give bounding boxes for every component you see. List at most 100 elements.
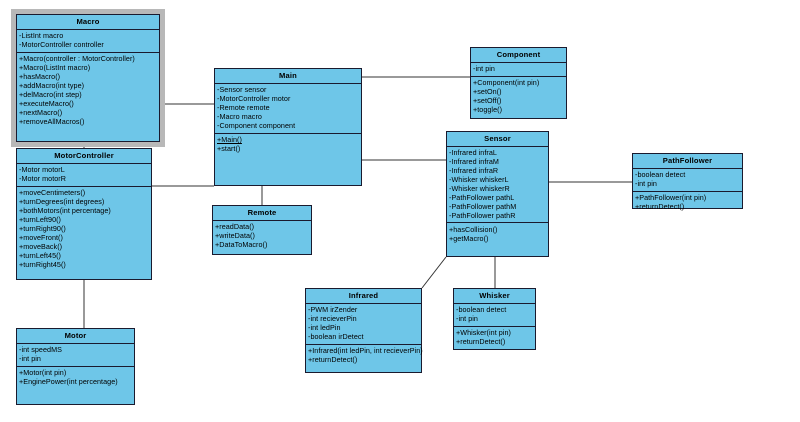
methods-compartment: +Main()+start() (215, 134, 361, 156)
attribute-row: -int pin (473, 64, 495, 74)
uml-class-component[interactable]: Component-int pin+Component(int pin)+set… (470, 47, 567, 119)
attribute-row: -boolean irDetect (308, 332, 364, 342)
methods-compartment: +Whisker(int pin)+returnDetect() (454, 327, 535, 349)
method-row: +returnDetect() (308, 355, 358, 365)
method-row: +addMacro(int type) (19, 81, 85, 91)
method-row: +delMacro(int step) (19, 90, 82, 100)
attributes-compartment: -Infrared infraL-Infrared infraM-Infrare… (447, 147, 548, 224)
method-row: +Macro(ListInt macro) (19, 63, 91, 73)
methods-compartment: +readData()+writeData()+DataToMacro() (213, 221, 311, 252)
method-row: +nextMacro() (19, 108, 63, 118)
attribute-row: -Infrared infraL (449, 148, 497, 158)
class-title: Macro (17, 15, 159, 30)
attribute-row: -int pin (456, 314, 478, 324)
attribute-row: -Whisker whiskerL (449, 175, 509, 185)
method-row: +setOn() (473, 87, 502, 97)
class-title: PathFollower (633, 154, 742, 169)
method-row: +removeAllMacros() (19, 117, 85, 127)
attribute-row: -int pin (19, 354, 41, 364)
attributes-compartment: -boolean detect-int pin (454, 304, 535, 327)
attributes-compartment: -Sensor sensor-MotorController motor-Rem… (215, 84, 361, 134)
method-row: +setOff() (473, 96, 502, 106)
attribute-row: -Whisker whiskerR (449, 184, 510, 194)
attribute-row: -int ledPin (308, 323, 341, 333)
method-row: +DataToMacro() (215, 240, 268, 250)
uml-class-main[interactable]: Main-Sensor sensor-MotorController motor… (214, 68, 362, 186)
attribute-row: -PathFollower pathR (449, 211, 516, 221)
attributes-compartment: -boolean detect-int pin (633, 169, 742, 192)
uml-class-infrared[interactable]: Infrared-PWM irZender-int recieverPin-in… (305, 288, 423, 373)
method-row: +writeData() (215, 231, 255, 241)
attribute-row: -boolean detect (456, 305, 507, 315)
methods-compartment: +hasCollision()+getMacro() (447, 223, 548, 245)
method-row: +PathFollower(int pin) (635, 193, 707, 203)
class-title: MotorController (17, 149, 151, 164)
uml-class-macro[interactable]: Macro-ListInt macro-MotorController cont… (12, 10, 164, 146)
attribute-row: -Component component (217, 121, 296, 131)
attributes-compartment: -int speedMS-int pin (17, 344, 134, 367)
attributes-compartment: -int pin (471, 63, 566, 77)
method-row: +Component(int pin) (473, 78, 540, 88)
class-title: Whisker (454, 289, 535, 304)
attribute-row: -boolean detect (635, 170, 686, 180)
method-row: +turnRight90() (19, 224, 66, 234)
methods-compartment: +Infrared(int ledPin, int recieverPin)+r… (306, 345, 423, 367)
method-row: +turnRight45() (19, 260, 66, 270)
attribute-row: -MotorController motor (217, 94, 291, 104)
class-title: Motor (17, 329, 134, 344)
method-row: +returnDetect() (456, 337, 506, 347)
method-row: +Whisker(int pin) (456, 328, 511, 338)
attribute-row: -ListInt macro (19, 31, 64, 41)
methods-compartment: +PathFollower(int pin)+returnDetect() (633, 192, 742, 214)
attribute-row: -Infrared infraR (449, 166, 499, 176)
attribute-row: -int pin (635, 179, 657, 189)
methods-compartment: +Component(int pin)+setOn()+setOff()+tog… (471, 77, 566, 117)
class-title: Sensor (447, 132, 548, 147)
method-row: +Infrared(int ledPin, int recieverPin) (308, 346, 423, 356)
method-row: +moveCentimeters() (19, 188, 86, 198)
method-row: +Motor(int pin) (19, 368, 67, 378)
uml-class-motorcontroller[interactable]: MotorController-Motor motorL-Motor motor… (16, 148, 152, 280)
method-row: +hasCollision() (449, 225, 498, 235)
attribute-row: -PathFollower pathM (449, 202, 517, 212)
uml-class-remote[interactable]: Remote+readData()+writeData()+DataToMacr… (212, 205, 312, 255)
uml-class-pathfollower[interactable]: PathFollower-boolean detect-int pin+Path… (632, 153, 743, 211)
methods-compartment: +Motor(int pin)+EnginePower(int percenta… (17, 367, 134, 389)
attributes-compartment: -ListInt macro-MotorController controlle… (17, 30, 159, 53)
attributes-compartment: -Motor motorL-Motor motorR (17, 164, 151, 187)
methods-compartment: +Macro(controller : MotorController)+Mac… (17, 53, 159, 129)
methods-compartment: +moveCentimeters()+turnDegrees(int degre… (17, 187, 151, 272)
method-row: +returnDetect() (635, 202, 685, 212)
attribute-row: -Motor motorL (19, 165, 65, 175)
method-row: +hasMacro() (19, 72, 61, 82)
attribute-row: -Sensor sensor (217, 85, 267, 95)
method-row: +getMacro() (449, 234, 489, 244)
attribute-row: -PWM irZender (308, 305, 358, 315)
method-row: +turnDegrees(int degrees) (19, 197, 105, 207)
attributes-compartment: -PWM irZender-int recieverPin-int ledPin… (306, 304, 421, 345)
method-row: +Macro(controller : MotorController) (19, 54, 135, 64)
method-row: +bothMotors(int percentage) (19, 206, 111, 216)
attribute-row: -int recieverPin (308, 314, 357, 324)
attribute-row: -PathFollower pathL (449, 193, 515, 203)
class-title: Infrared (306, 289, 421, 304)
attribute-row: -Remote remote (217, 103, 270, 113)
uml-class-whisker[interactable]: Whisker-boolean detect-int pin+Whisker(i… (453, 288, 536, 350)
class-title: Main (215, 69, 361, 84)
connector-sensor-infrared (421, 256, 447, 289)
method-row: +turnLeft90() (19, 215, 62, 225)
uml-class-motor[interactable]: Motor-int speedMS-int pin+Motor(int pin)… (16, 328, 135, 405)
attribute-row: -int speedMS (19, 345, 62, 355)
method-row: +readData() (215, 222, 255, 232)
attribute-row: -Infrared infraM (449, 157, 499, 167)
attribute-row: -MotorController controller (19, 40, 104, 50)
method-row: +Main() (217, 135, 242, 145)
class-title: Component (471, 48, 566, 63)
method-row: +turnLeft45() (19, 251, 62, 261)
uml-class-sensor[interactable]: Sensor-Infrared infraL-Infrared infraM-I… (446, 131, 549, 257)
attribute-row: -Macro macro (217, 112, 262, 122)
method-row: +toggle() (473, 105, 503, 115)
method-row: +start() (217, 144, 241, 154)
method-row: +executeMacro() (19, 99, 74, 109)
